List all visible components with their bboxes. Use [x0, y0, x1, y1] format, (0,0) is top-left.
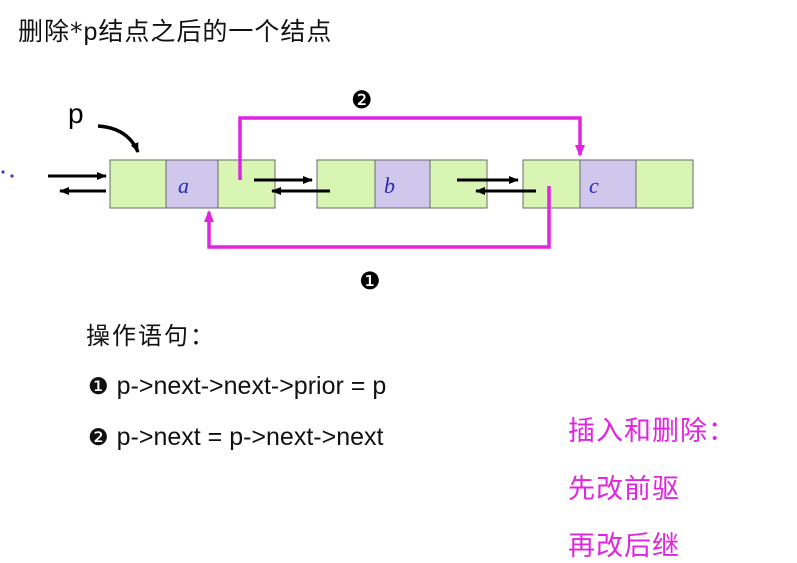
- node-c-next-field: [635, 159, 694, 209]
- note-line-3: 再改后继: [568, 531, 680, 562]
- operation-1: ❶ p->next->next->prior = p: [88, 372, 386, 401]
- node-a-label: a: [178, 173, 189, 198]
- title-prefix: 删除*: [18, 17, 84, 46]
- node-b: b: [316, 159, 488, 209]
- step-1-marker: ❶: [359, 267, 381, 295]
- operation-2: ❷ p->next = p->next->next: [88, 423, 383, 452]
- operation-2-number: ❷: [88, 424, 109, 450]
- node-a: a: [109, 159, 276, 209]
- link-arrows: [48, 172, 536, 195]
- node-b-data-field: [374, 159, 431, 209]
- operation-1-statement: p->next->next->prior = p: [116, 372, 387, 400]
- title-pointer: p: [83, 18, 99, 46]
- node-c-prior-field: [522, 159, 581, 209]
- pointer-p: p: [68, 98, 140, 153]
- node-b-next-field: [429, 159, 488, 209]
- pointer-p-label: p: [68, 98, 84, 129]
- node-a-prior-field: [109, 159, 167, 209]
- node-c-label: c: [589, 173, 599, 198]
- node-b-prior-field: [316, 159, 376, 209]
- relink-step-1-arrow: [204, 186, 551, 249]
- node-b-label: b: [384, 173, 395, 198]
- operation-2-statement: p->next = p->next->next: [116, 423, 384, 451]
- title-suffix: 结点之后的一个结点: [98, 17, 333, 46]
- node-a-next-field: [217, 159, 276, 209]
- note-heading: 插入和删除：: [568, 416, 736, 447]
- node-c: c: [522, 159, 694, 209]
- operations-heading: 操作语句：: [86, 322, 216, 350]
- pointer-p-arrow: [97, 124, 140, 153]
- page-title: 删除*p结点之后的一个结点: [18, 12, 332, 48]
- relink-step-2-arrow: [238, 116, 585, 180]
- note-line-2: 先改前驱: [568, 474, 680, 505]
- node-a-data-field: [165, 159, 219, 209]
- node-c-data-field: [579, 159, 637, 209]
- operation-1-number: ❶: [88, 373, 109, 399]
- relink-arrows: [204, 116, 585, 249]
- step-2-marker: ❷: [351, 86, 373, 114]
- continuation-dots: [1, 170, 14, 178]
